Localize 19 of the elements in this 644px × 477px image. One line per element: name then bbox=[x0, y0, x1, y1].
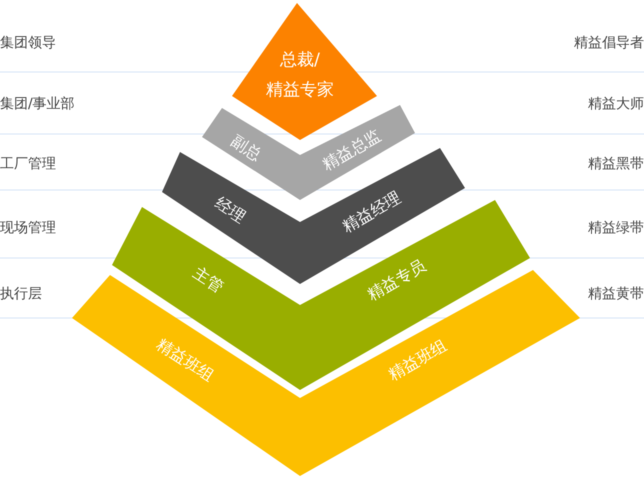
management-level-label: 工厂管理 bbox=[0, 155, 56, 173]
belt-level-label: 精益黑带 bbox=[588, 155, 644, 173]
tier-label: 精益专员 bbox=[364, 254, 430, 306]
tier-label: 总裁/精益专家 bbox=[265, 49, 335, 102]
management-level-label: 执行层 bbox=[0, 285, 42, 303]
belt-level-label: 精益大师 bbox=[588, 95, 644, 113]
management-level-label: 集团领导 bbox=[0, 34, 56, 52]
management-level-label: 现场管理 bbox=[0, 219, 56, 237]
tier-label: 精益班组 bbox=[152, 334, 218, 386]
belt-level-label: 精益绿带 bbox=[588, 219, 644, 237]
tier-label: 副总 bbox=[226, 130, 266, 166]
tier-label: 精益经理 bbox=[339, 186, 405, 238]
tier-label: 主管 bbox=[188, 262, 228, 298]
belt-level-label: 精益倡导者 bbox=[574, 34, 644, 52]
management-level-label: 集团/事业部 bbox=[0, 95, 75, 113]
tier-label: 精益班组 bbox=[385, 334, 451, 386]
tier-label: 经理 bbox=[210, 192, 250, 228]
tier-label: 精益总监 bbox=[319, 124, 385, 176]
belt-level-label: 精益黄带 bbox=[588, 285, 644, 303]
